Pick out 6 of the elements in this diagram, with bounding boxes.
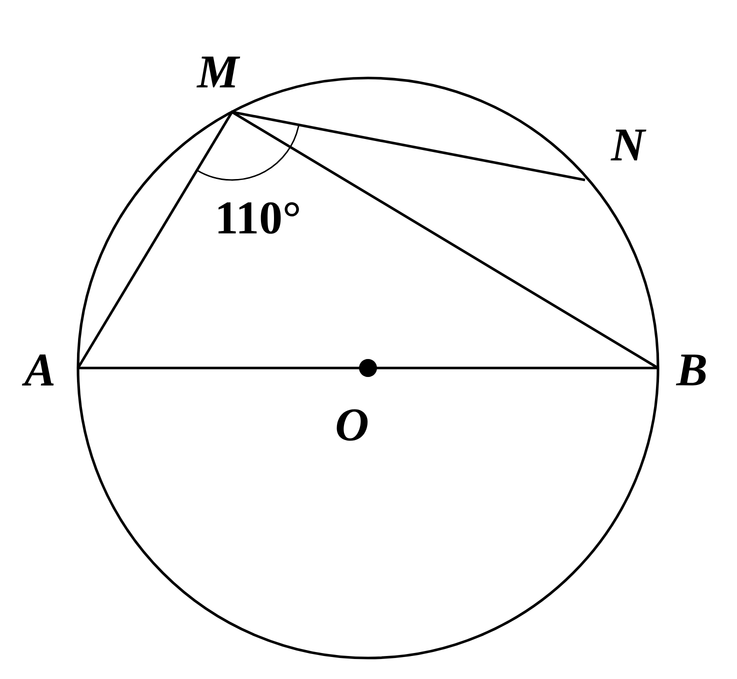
point-label: B bbox=[676, 354, 706, 386]
point-label: M bbox=[196, 56, 240, 88]
point-label: O bbox=[336, 409, 368, 441]
angle-label: 110° bbox=[218, 202, 299, 234]
point-label: A bbox=[22, 354, 54, 386]
point-label: N bbox=[610, 130, 646, 160]
